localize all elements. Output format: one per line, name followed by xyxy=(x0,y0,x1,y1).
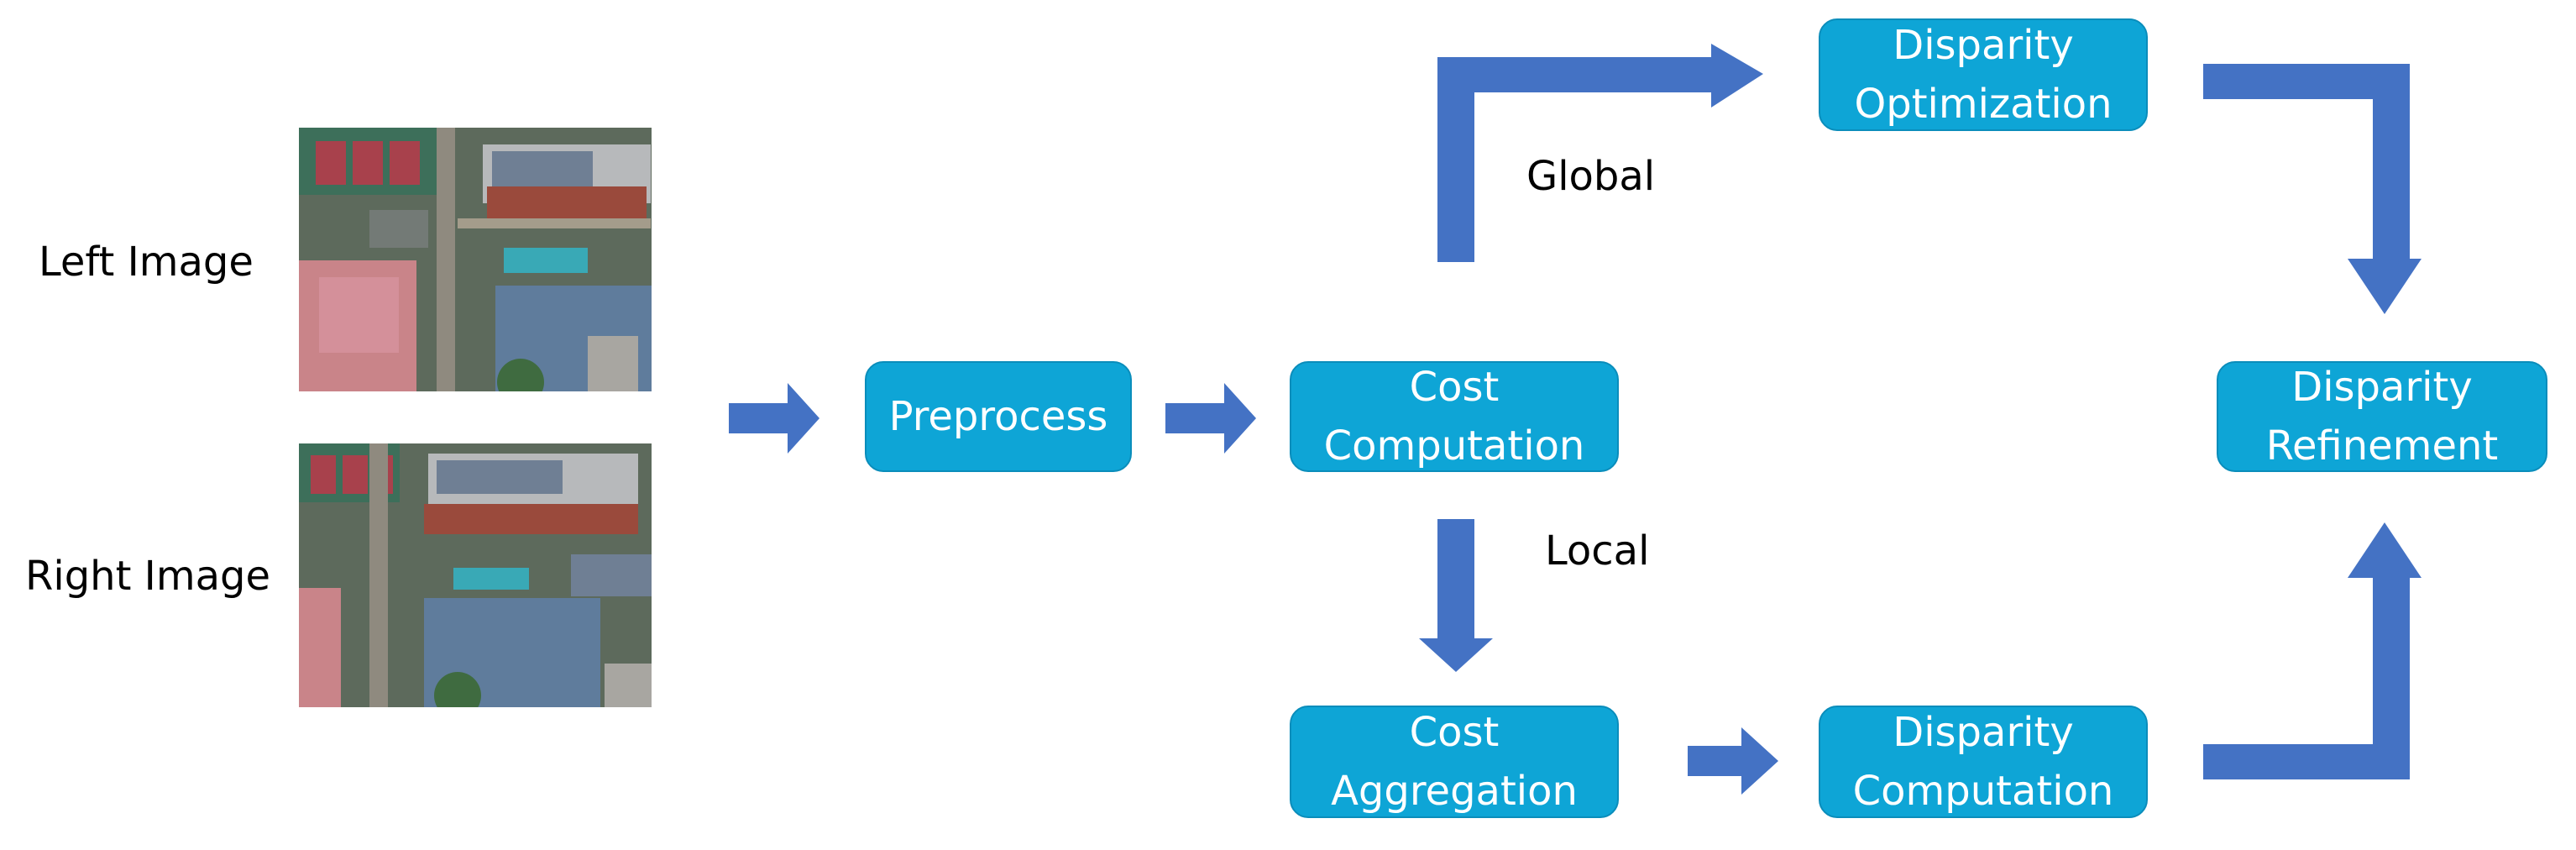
arrow-disparity-optimization-to-refinement xyxy=(2203,64,2422,314)
disparity-computation-box: Disparity Computation xyxy=(1819,706,2148,818)
left-aerial-image xyxy=(299,128,652,391)
cost-aggregation-label-line1: Cost xyxy=(1409,709,1500,756)
arrow-cost-to-aggregation-local xyxy=(1419,519,1493,672)
disparity-refinement-label-line1: Disparity xyxy=(2291,364,2473,411)
global-branch-label: Global xyxy=(1526,153,1656,200)
cost-computation-label-line1: Cost xyxy=(1409,364,1500,411)
left-image-label: Left Image xyxy=(39,239,254,286)
disparity-optimization-label-line1: Disparity xyxy=(1893,22,2074,69)
cost-aggregation-box: Cost Aggregation xyxy=(1290,706,1619,818)
right-aerial-image xyxy=(299,443,652,707)
preprocess-box: Preprocess xyxy=(865,361,1132,472)
cost-aggregation-label-line2: Aggregation xyxy=(1331,768,1578,815)
disparity-optimization-box: Disparity Optimization xyxy=(1819,18,2148,131)
disparity-refinement-box: Disparity Refinement xyxy=(2217,361,2547,472)
arrow-cost-to-disparity-optimization-global xyxy=(1437,44,1763,262)
cost-computation-label-line2: Computation xyxy=(1323,422,1585,470)
arrow-aggregation-to-disparity-computation xyxy=(1688,727,1778,795)
disparity-computation-label-line1: Disparity xyxy=(1893,709,2074,756)
preprocess-label: Preprocess xyxy=(888,393,1108,440)
right-image-label: Right Image xyxy=(25,553,270,600)
arrow-input-to-preprocess xyxy=(729,383,819,454)
local-branch-label: Local xyxy=(1545,527,1650,575)
disparity-computation-label-line2: Computation xyxy=(1852,768,2114,815)
cost-computation-box: Cost Computation xyxy=(1290,361,1619,472)
arrow-disparity-computation-to-refinement xyxy=(2203,522,2422,779)
disparity-refinement-label-line2: Refinement xyxy=(2265,422,2499,470)
arrow-preprocess-to-cost xyxy=(1165,383,1256,454)
disparity-optimization-label-line2: Optimization xyxy=(1854,81,2113,128)
